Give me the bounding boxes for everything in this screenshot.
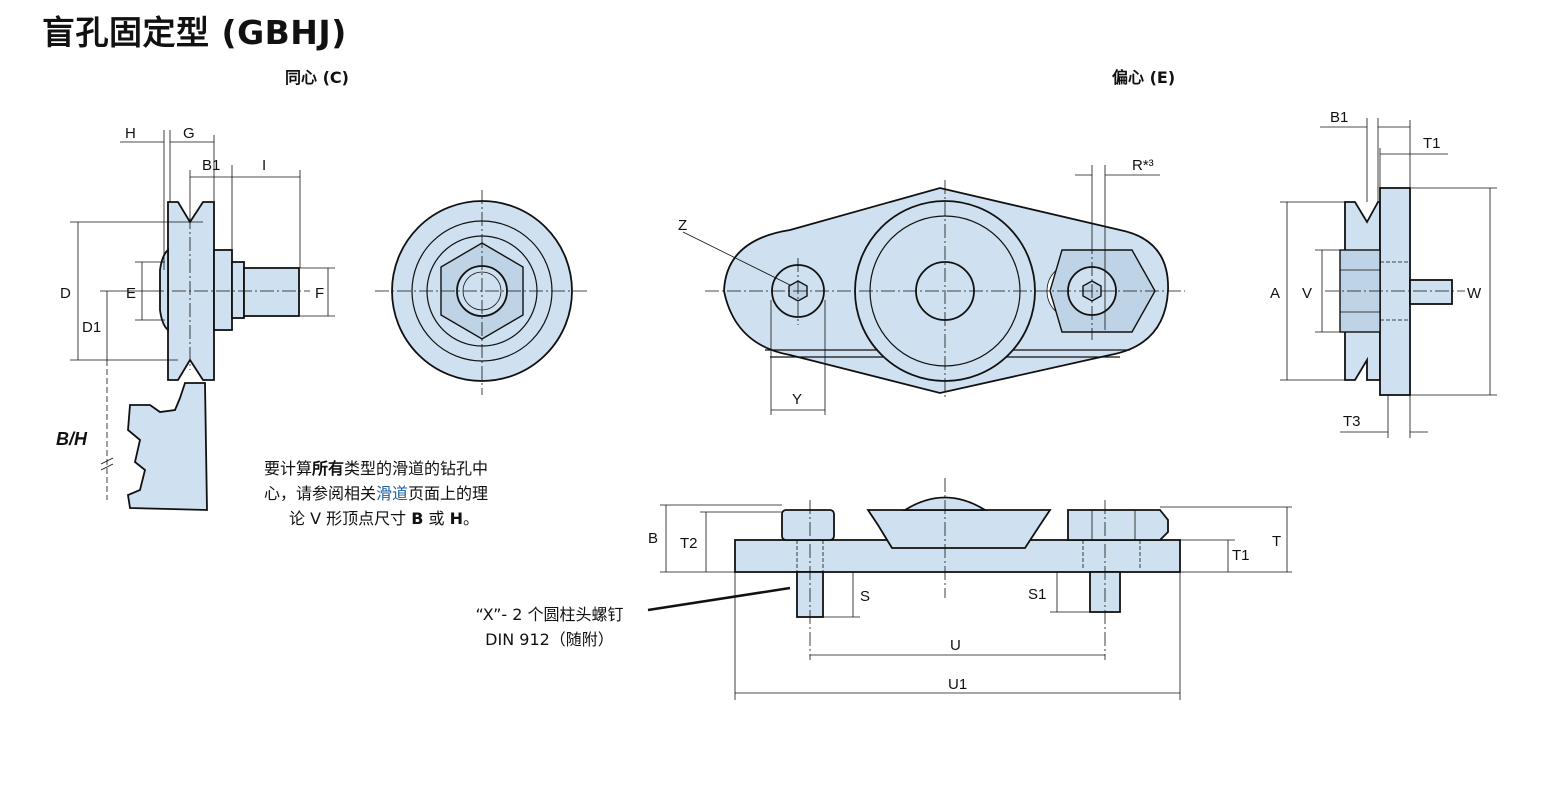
dim-B1: B1 bbox=[202, 157, 220, 174]
eccentric-view-label: 偏心 (E) bbox=[1112, 68, 1176, 87]
dim-D: D bbox=[60, 285, 71, 302]
dim-U1: U1 bbox=[948, 676, 967, 693]
page-title: 盲孔固定型 (GBHJ) bbox=[42, 13, 347, 52]
elevation-screw-head bbox=[781, 509, 835, 541]
dim-F: F bbox=[315, 285, 324, 302]
dim-S: S bbox=[860, 588, 870, 605]
dim-I: I bbox=[262, 157, 266, 174]
stud bbox=[243, 267, 300, 317]
eccentric-top-view: Z R*³ Y bbox=[678, 157, 1185, 415]
wheel-hub bbox=[159, 248, 169, 332]
concentric-side-view: H G B1 I D E F D1 B/H bbox=[56, 125, 335, 511]
screw-note: “X”- 2 个圆柱头螺钉 DIN 912（随附） bbox=[475, 605, 624, 649]
collar bbox=[231, 261, 245, 319]
concentric-front-view bbox=[375, 190, 590, 395]
dim-D1: D1 bbox=[82, 319, 101, 336]
dim-H: H bbox=[125, 125, 136, 142]
dim-T2: T2 bbox=[680, 535, 698, 552]
dim-W: W bbox=[1467, 285, 1482, 302]
eccentric-stud bbox=[1409, 279, 1453, 305]
dim-Y: Y bbox=[792, 391, 802, 408]
rail-section bbox=[127, 382, 208, 511]
dim-T: T bbox=[1272, 533, 1281, 550]
dim-B: B bbox=[648, 530, 658, 547]
drilling-note: 要计算所有类型的滑道的钻孔中 心，请参阅相关滑道页面上的理 论 V 形顶点尺寸 … bbox=[264, 459, 489, 528]
dim-U: U bbox=[950, 637, 961, 654]
dim-T1-elevation: T1 bbox=[1232, 547, 1250, 564]
rail-link[interactable]: 滑道 bbox=[376, 484, 409, 503]
dim-A: A bbox=[1270, 285, 1280, 302]
concentric-view-label: 同心 (C) bbox=[285, 68, 349, 87]
dim-S1: S1 bbox=[1028, 586, 1046, 603]
dim-T3: T3 bbox=[1343, 413, 1361, 430]
dim-G: G bbox=[183, 125, 195, 142]
dim-Z: Z bbox=[678, 217, 687, 234]
dim-B1-eccentric: B1 bbox=[1330, 109, 1348, 126]
dim-BH: B/H bbox=[56, 429, 88, 449]
dim-R: R*³ bbox=[1132, 157, 1154, 174]
eccentric-side-view: B1 T1 A V W T3 bbox=[1270, 109, 1497, 438]
elevation-wheel bbox=[866, 509, 1052, 549]
dim-T1-side: T1 bbox=[1423, 135, 1441, 152]
elevation-hex-nut bbox=[1067, 509, 1169, 541]
dim-V: V bbox=[1302, 285, 1312, 302]
dim-E: E bbox=[126, 285, 136, 302]
eccentric-elevation-view: B T2 T1 T S S1 U U1 bbox=[647, 478, 1292, 700]
flange-plate bbox=[213, 249, 233, 331]
eccentric-plate bbox=[1379, 187, 1411, 396]
